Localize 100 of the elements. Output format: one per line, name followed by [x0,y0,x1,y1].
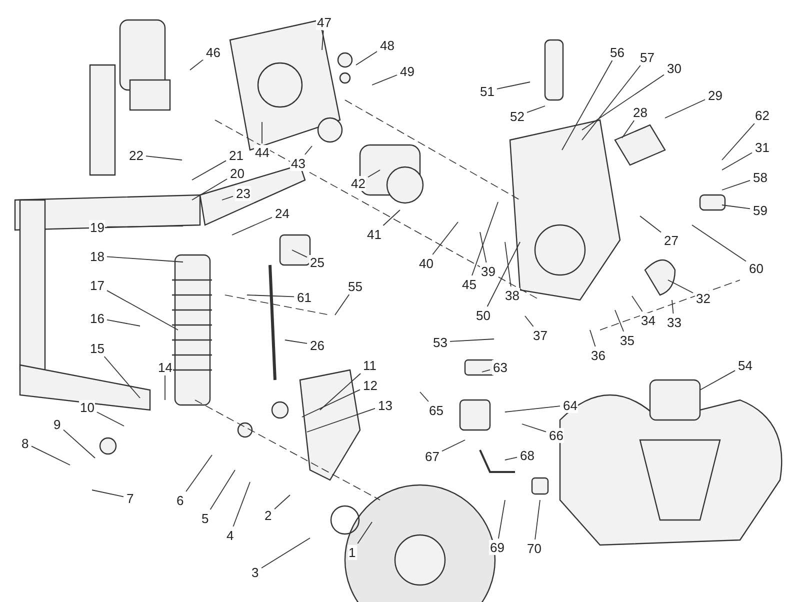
callout-number: 42 [350,176,366,190]
callout-number: 69 [489,540,506,554]
leader-line [31,446,70,466]
leader-line [368,170,380,178]
callout-number: 63 [492,360,508,374]
callout-number: 39 [480,264,496,278]
callout-number: 35 [619,332,636,348]
leader-line [526,106,546,113]
callout-number: 33 [666,314,682,330]
callout-number: 27 [663,232,680,248]
leader-line [504,406,560,412]
leader-line [722,123,755,160]
leader-line [668,280,694,294]
leader-line [356,51,378,66]
leader-line [534,500,540,540]
callout-number: 68 [519,448,536,462]
leader-line [92,490,124,498]
leader-line [104,356,140,398]
callout-number: 60 [748,260,764,276]
leader-line [357,522,372,544]
leader-line [232,482,250,527]
leader-line [504,456,518,460]
leader-line [246,294,294,298]
leader-line [304,146,312,155]
leader-line [480,232,487,263]
callout-number: 36 [590,348,606,362]
leader-line [632,296,643,312]
callout-number: 2 [264,508,273,522]
leader-line [722,152,752,170]
leader-line [472,202,498,276]
callout-number: 65 [428,402,444,418]
callout-number: 21 [228,148,244,162]
leader-line [164,375,166,400]
leader-line [722,180,750,190]
callout-number: 22 [128,148,144,162]
leader-line [420,392,429,402]
callout-number: 26 [309,338,326,352]
callout-number: 61 [296,290,312,304]
callout-number: 46 [205,44,222,60]
callout-number: 58 [752,170,768,184]
callout-number: 31 [754,140,770,154]
leader-line [334,294,350,316]
leader-line [106,256,184,262]
callout-number: 38 [504,288,520,302]
callout-number: 30 [666,60,682,76]
callout-number: 59 [752,202,768,218]
callout-number: 24 [274,206,290,220]
leader-line [672,300,674,314]
leader-line [232,216,272,236]
leader-line [482,369,490,372]
callout-number: 49 [399,64,416,78]
callout-number: 62 [754,108,770,122]
leader-line [186,454,212,492]
leader-line [486,242,520,307]
callout-number: 52 [509,108,526,124]
leader-line [190,59,204,70]
callout-number: 3 [250,564,260,580]
leader-line [322,30,324,50]
leader-line [700,370,736,390]
callout-number: 56 [609,44,626,60]
leader-line [222,196,234,200]
leader-line [372,74,398,86]
leader-line [96,412,124,426]
callout-number: 19 [89,220,106,234]
callout-number: 28 [632,104,648,120]
leader-line [590,330,596,347]
leader-line [302,389,360,418]
callout-number: 12 [362,378,378,392]
leader-line [664,99,706,118]
leader-line [582,65,641,140]
leader-line [722,204,750,210]
leader-line [522,424,546,432]
leader-line [614,310,624,332]
callout-number: 37 [532,328,548,342]
leader-line [504,242,512,287]
leader-line [640,216,662,233]
callout-number: 20 [229,166,246,180]
callout-number: 34 [640,312,656,328]
callout-number: 9 [52,416,62,432]
callout-number: 50 [475,308,492,322]
leader-line [432,222,458,255]
leader-line [382,210,400,226]
callout-number: 53 [432,334,448,350]
leader-line [498,500,506,539]
leader-line [63,429,96,458]
callout-number: 70 [526,540,542,556]
callout-number: 18 [89,248,106,264]
leader-line [261,538,310,568]
callout-number: 6 [176,492,185,508]
callout-number: 43 [290,156,306,170]
leader-line [442,440,466,452]
leader-line [320,373,361,410]
leader-line [622,120,635,138]
leader-line [106,290,178,330]
callout-number: 16 [89,310,106,326]
leader-line [306,408,376,432]
leader-line [210,470,236,510]
leader-line [146,156,182,160]
leader-line [496,82,530,90]
callout-number: 23 [235,186,252,200]
